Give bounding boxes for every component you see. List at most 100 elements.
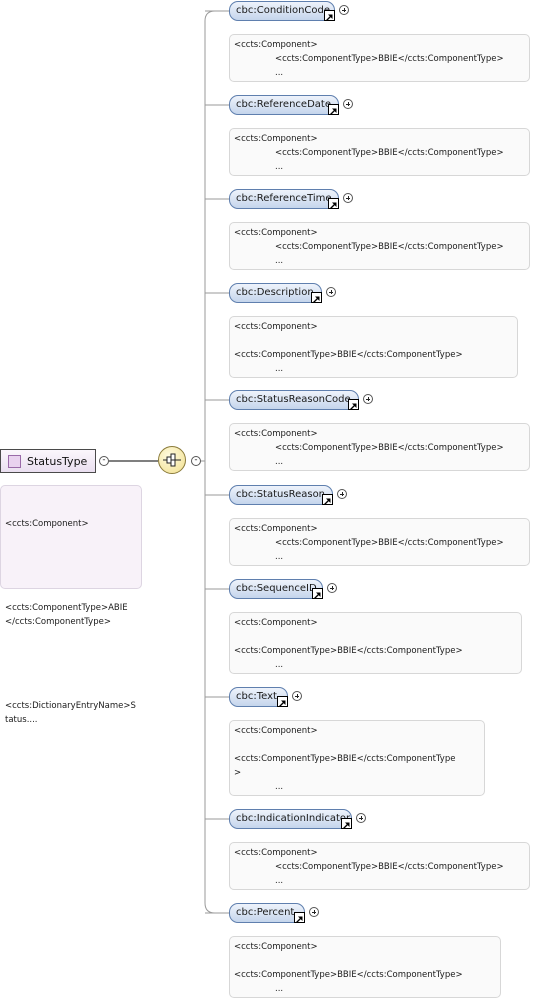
doc-line: <ccts:Component> [234,322,318,332]
doc-line: <ccts:ComponentType>BBIE</ccts:Component… [275,148,504,158]
doc-line: <ccts:ComponentType>BBIE</ccts:Component… [275,54,504,64]
element-percent[interactable]: cbc:Percent [229,903,305,923]
plus-circle-icon[interactable] [356,813,366,823]
element-label: cbc:StatusReason [236,489,326,500]
element-documentation: <ccts:Component> <ccts:ComponentType>BBIE… [229,34,530,82]
doc-line: <ccts:Component> [234,726,318,736]
element-documentation: <ccts:Component> <ccts:ComponentType>BBIE… [229,518,530,566]
plus-circle-icon[interactable] [309,907,319,917]
element-statusreasoncode[interactable]: cbc:StatusReasonCode [229,390,359,410]
doc-line: <ccts:ComponentType>BBIE</ccts:Component… [234,970,463,980]
doc-line: <ccts:Component> [234,942,318,952]
plus-circle-icon[interactable] [339,5,349,15]
element-description[interactable]: cbc:Description [229,283,322,303]
doc-line [5,657,137,671]
element-label: cbc:ReferenceDate [236,99,331,110]
element-label: cbc:SequenceID [236,583,317,594]
doc-line: > [234,768,242,778]
element-documentation: <ccts:Component> <ccts:ComponentType>BBIE… [229,316,518,378]
element-indicationindicator[interactable]: cbc:IndicationIndicator [229,809,352,829]
element-text[interactable]: cbc:Text [229,687,288,707]
reference-arrow-icon [277,696,288,707]
reference-arrow-icon [294,912,305,923]
doc-line: ... [275,256,284,266]
plus-circle-icon[interactable] [343,99,353,109]
sequence-compositor[interactable] [158,446,186,474]
complex-type-icon [8,454,21,468]
doc-line [234,738,480,752]
doc-line: ... [275,457,284,467]
doc-line: <ccts:Component> [234,429,318,439]
root-documentation: <ccts:Component> <ccts:ComponentType>ABI… [0,485,142,725]
plus-circle-icon[interactable] [292,691,302,701]
sequence-compositor-icon [163,453,181,467]
doc-line: <ccts:Component> [234,848,318,858]
doc-line: ... [275,660,284,670]
doc-line: <ccts:Component> [234,524,318,534]
reference-arrow-icon [328,104,339,115]
doc-line: <ccts:ComponentType>BBIE</ccts:Component… [275,538,504,548]
doc-line: ... [275,984,284,994]
doc-line: <ccts:ComponentType>BBIE</ccts:Component… [275,862,504,872]
element-label: cbc:Text [236,691,277,702]
doc-line: ... [275,68,284,78]
doc-line: ... [275,782,284,792]
root-element-label: StatusType [27,454,88,468]
doc-line: <ccts:DictionaryEntryName>Status.... [5,701,136,725]
reference-arrow-icon [341,818,352,829]
doc-line [234,630,517,644]
doc-line [5,559,137,573]
element-documentation: <ccts:Component> <ccts:ComponentType>BBIE… [229,612,522,674]
element-label: cbc:Description [236,287,314,298]
root-element-statustype[interactable]: StatusType [0,449,96,473]
element-documentation: <ccts:Component> <ccts:ComponentType>BBIE… [229,720,485,796]
plus-circle-icon[interactable] [337,489,347,499]
doc-line: ... [275,552,284,562]
doc-line: <ccts:ComponentType>ABIE</ccts:Component… [5,603,128,627]
element-label: cbc:StatusReasonCode [236,394,351,405]
reference-arrow-icon [328,198,339,209]
doc-line: <ccts:ComponentType>BBIE</ccts:Component… [275,242,504,252]
element-conditioncode[interactable]: cbc:ConditionCode [229,1,335,21]
plus-circle-icon[interactable] [363,394,373,404]
connector-spine [204,10,216,914]
doc-line: ... [275,876,284,886]
doc-line: ... [275,364,284,374]
doc-line: <ccts:ComponentType>BBIE</ccts:Component… [234,646,463,656]
element-referencedate[interactable]: cbc:ReferenceDate [229,95,339,115]
doc-line: <ccts:ComponentType>BBIE</ccts:Component… [234,350,463,360]
minus-circle-icon[interactable]: - [191,456,201,466]
element-documentation: <ccts:Component> <ccts:ComponentType>BBIE… [229,222,530,270]
plus-circle-icon[interactable] [326,287,336,297]
element-referencetime[interactable]: cbc:ReferenceTime [229,189,339,209]
element-label: cbc:IndicationIndicator [236,813,351,824]
element-label: cbc:Percent [236,907,295,918]
doc-line [234,954,496,968]
element-documentation: <ccts:Component> <ccts:ComponentType>BBIE… [229,936,501,998]
doc-line [234,334,513,348]
reference-arrow-icon [311,292,322,303]
plus-circle-icon[interactable] [343,193,353,203]
minus-circle-icon[interactable]: - [99,456,109,466]
element-documentation: <ccts:Component> <ccts:ComponentType>BBIE… [229,423,530,471]
element-documentation: <ccts:Component> <ccts:ComponentType>BBIE… [229,128,530,176]
doc-line: <ccts:Component> [234,618,318,628]
reference-arrow-icon [324,10,335,21]
element-label: cbc:ReferenceTime [236,193,332,204]
reference-arrow-icon [348,399,359,410]
doc-line: <ccts:Component> [234,40,318,50]
element-sequenceid[interactable]: cbc:SequenceID [229,579,323,599]
element-documentation: <ccts:Component> <ccts:ComponentType>BBIE… [229,842,530,890]
element-statusreason[interactable]: cbc:StatusReason [229,485,333,505]
reference-arrow-icon [322,494,333,505]
doc-line: ... [275,162,284,172]
plus-circle-icon[interactable] [327,583,337,593]
reference-arrow-icon [312,588,323,599]
element-label: cbc:ConditionCode [236,5,331,16]
doc-line: <ccts:ComponentType>BBIE</ccts:Component… [234,754,456,764]
doc-line: <ccts:Component> [234,228,318,238]
doc-line: <ccts:ComponentType>BBIE</ccts:Component… [275,443,504,453]
doc-line: <ccts:Component> [234,134,318,144]
doc-line: <ccts:Component> [5,519,89,529]
